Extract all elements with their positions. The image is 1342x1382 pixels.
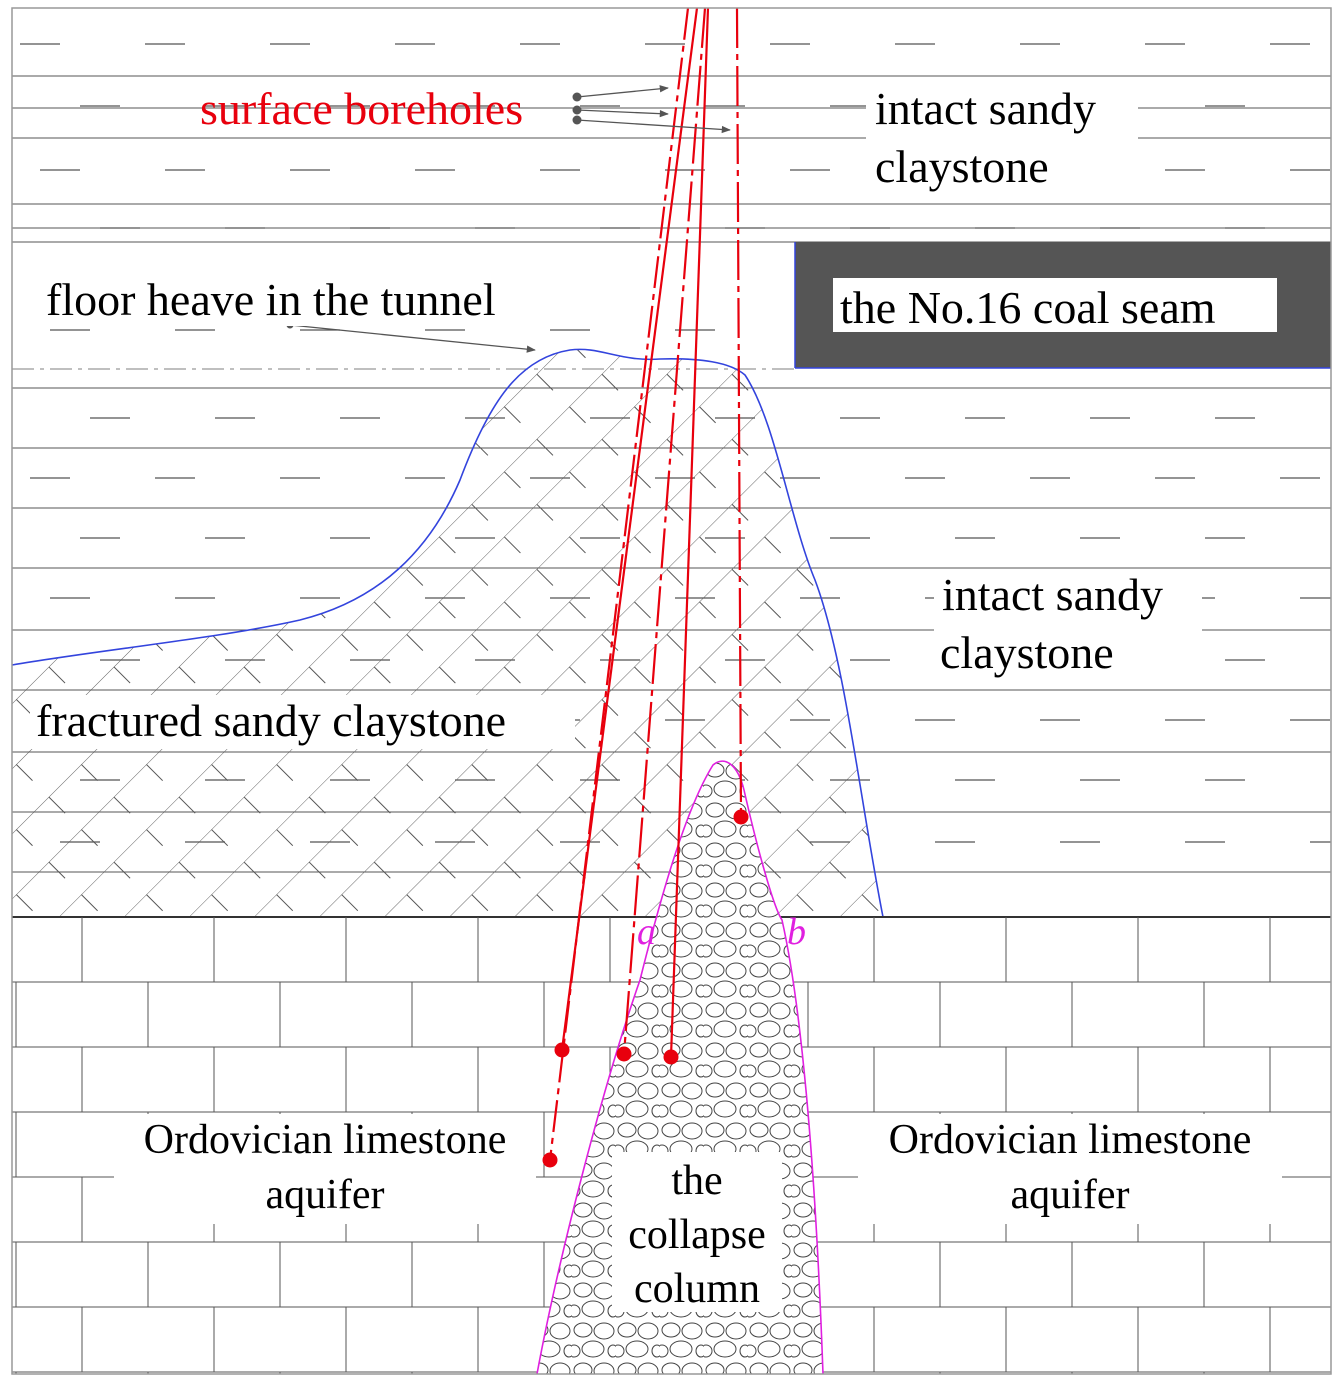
- diagram-frame: [11, 7, 1332, 1375]
- collapse-column-label-line2: collapse: [628, 1212, 766, 1258]
- intact-upper-label-line1: intact sandy: [875, 83, 1096, 134]
- floor-heave-label: floor heave in the tunnel: [46, 274, 496, 325]
- borehole-leader-dots: [572, 92, 582, 125]
- borehole-leader-arrows: [576, 85, 731, 134]
- borehole-endpoint-3: [616, 1046, 632, 1062]
- intact-middle-label-bg: [934, 570, 1202, 682]
- coal-seam-label-box: [833, 278, 1277, 332]
- borehole-endpoint-1: [542, 1152, 558, 1168]
- coal-seam-label: the No.16 coal seam: [840, 282, 1216, 333]
- collapse-column-label-line1: the: [671, 1158, 722, 1204]
- aquifer-right-label-bg: [858, 1114, 1282, 1224]
- borehole-endpoint-2: [554, 1042, 570, 1058]
- fractured-label-bg: [30, 695, 575, 749]
- floor-heave-label-bg: [40, 278, 560, 326]
- borehole-endpoint-4: [663, 1049, 679, 1065]
- aquifer-right-label-line1: Ordovician limestone: [889, 1117, 1252, 1163]
- point-a-label: a: [637, 911, 656, 953]
- borehole-endpoints: [542, 809, 749, 1168]
- collapse-label-bg: [612, 1152, 782, 1312]
- collapse-column-label-line3: column: [634, 1266, 760, 1312]
- intact-middle-label-line2: claystone: [940, 627, 1114, 678]
- point-b-label: b: [787, 911, 806, 953]
- fractured-zone-boundary: [12, 348, 884, 918]
- intact-upper-label-line2: claystone: [875, 141, 1049, 192]
- fractured-label: fractured sandy claystone: [36, 695, 506, 746]
- collapse-column-outline: [536, 760, 824, 1374]
- surface-boreholes-label: surface boreholes: [200, 83, 523, 134]
- borehole-endpoint-5: [733, 809, 749, 825]
- intact-middle-label-line1: intact sandy: [942, 569, 1163, 620]
- aquifer-left-label-line1: Ordovician limestone: [144, 1117, 507, 1163]
- floor-heave-leader-arrow: [289, 324, 536, 353]
- intact-upper-label-bg: [866, 84, 1138, 196]
- fractured-zone: [12, 349, 883, 917]
- aquifer-right-label-line2: aquifer: [1011, 1172, 1130, 1218]
- borehole-lines: [548, 8, 743, 1161]
- aquifer-left-label-bg: [114, 1114, 536, 1224]
- aquifer-left-label-line2: aquifer: [266, 1172, 385, 1218]
